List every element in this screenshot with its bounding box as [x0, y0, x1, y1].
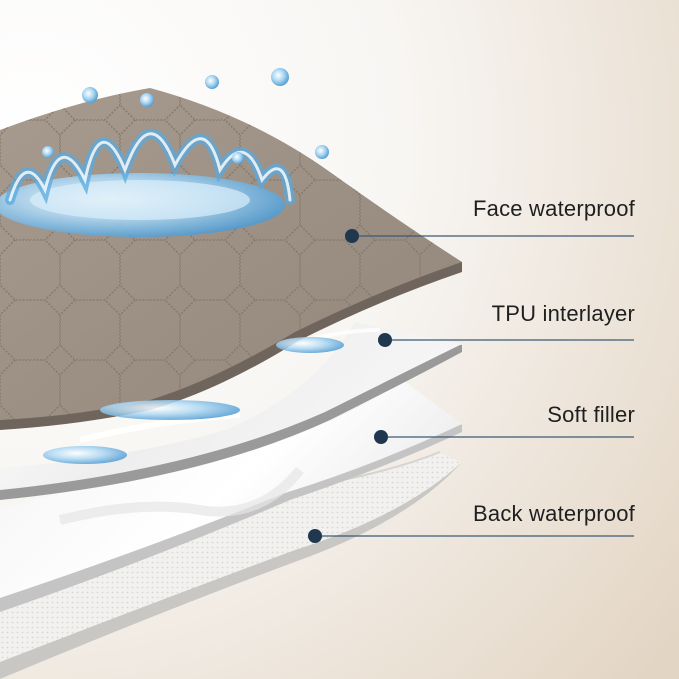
- marker-dot: [345, 229, 359, 243]
- leader-face: [345, 229, 634, 243]
- soft-filler-layer: [0, 378, 462, 612]
- back-waterproof-label: Back waterproof: [473, 501, 635, 526]
- marker-dot: [308, 529, 322, 543]
- leader-tpu: [378, 333, 634, 347]
- face-waterproof-label: Face waterproof: [473, 196, 635, 221]
- marker-dot: [378, 333, 392, 347]
- soft-filler-label: Soft filler: [547, 402, 635, 427]
- marker-dot: [374, 430, 388, 444]
- water-splash-icon: [0, 68, 329, 237]
- leader-soft: [374, 430, 634, 444]
- leader-back: [308, 529, 634, 543]
- tpu-interlayer-label: TPU interlayer: [491, 301, 635, 326]
- water-droplet-icon: [43, 337, 344, 464]
